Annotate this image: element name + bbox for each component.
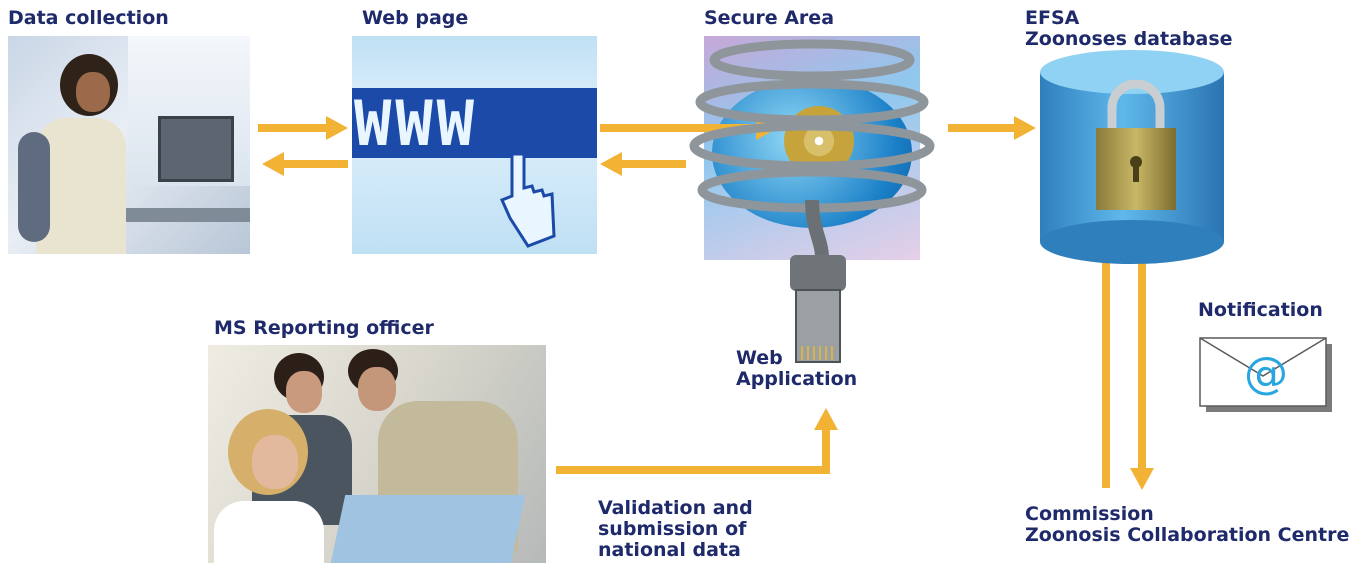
arrow-secure-to-database <box>948 116 1036 140</box>
reporting-officer-photo <box>208 345 546 563</box>
person-1-face <box>286 371 322 413</box>
arrow-webpage-to-collection <box>262 152 348 176</box>
secure-area-label: Secure Area <box>704 7 835 29</box>
arrow-secure-to-webpage <box>600 152 686 176</box>
web-page-picture: WWW <box>352 36 597 254</box>
data-collection-label: Data collection <box>8 7 169 29</box>
web-page-label: Web page <box>362 7 469 29</box>
network-plug-icon <box>790 199 846 363</box>
data-collection-photo <box>8 36 250 254</box>
email-envelope-icon <box>1199 337 1332 412</box>
arrow-collection-to-webpage <box>258 116 348 140</box>
efsa-database-label: EFSA Zoonoses database <box>1025 7 1233 50</box>
person-face <box>76 72 110 112</box>
padlock-icon <box>1096 79 1176 210</box>
person-3-face <box>252 435 298 489</box>
web-application-label: Web Application <box>736 347 858 390</box>
secure-rings <box>689 39 935 213</box>
www-text: WWW <box>354 87 478 160</box>
person-2-face <box>358 367 396 411</box>
validation-submission-label: Validation and submission of national da… <box>598 497 753 561</box>
flow-arrows <box>258 116 1154 490</box>
hand-cursor-icon <box>499 152 556 248</box>
monitor-shape <box>158 116 234 182</box>
person-3-body <box>214 501 324 563</box>
arrow-officer-to-webapp <box>556 408 838 474</box>
commission-label: Commission Zoonosis Collaboration Centre <box>1025 503 1350 546</box>
email-at-glyph: @ <box>1244 348 1288 399</box>
person-sleeve <box>18 132 50 242</box>
web-page-band <box>352 88 597 158</box>
ms-reporting-officer-label: MS Reporting officer <box>214 317 434 339</box>
notification-label: Notification <box>1198 299 1323 321</box>
arrow-database-to-commission <box>1130 224 1154 490</box>
person-body <box>36 118 126 254</box>
